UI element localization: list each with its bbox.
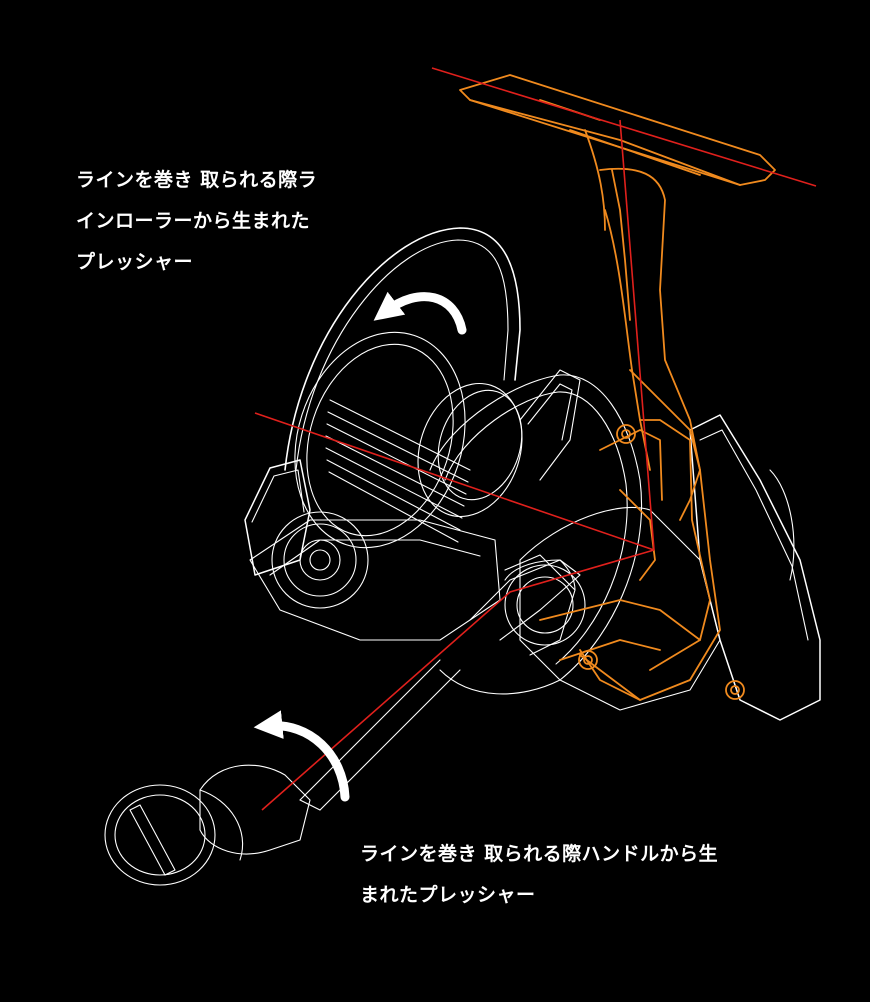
rotation-arrows	[253, 291, 467, 802]
caption-line: まれたプレッシャー	[360, 884, 536, 906]
stem-force-line	[619, 119, 655, 551]
force-lines	[254, 67, 817, 811]
reel-wireframe	[104, 227, 821, 886]
foot-axis-line	[431, 67, 817, 187]
caption-line: ラインを巻き 取られる際ラ	[76, 169, 318, 191]
caption-line: プレッシャー	[76, 251, 194, 273]
handle-force-line	[261, 549, 655, 811]
reel-frame-highlight	[459, 74, 776, 701]
handle-pressure-caption: ラインを巻き 取られる際ハンドルから生 まれたプレッシャー	[360, 834, 718, 916]
curved-arrow-icon	[373, 291, 467, 335]
curved-arrow-icon	[253, 710, 350, 802]
caption-line: インローラーから生まれた	[76, 210, 311, 232]
roller-pressure-caption: ラインを巻き 取られる際ラ インローラーから生まれた プレッシャー	[76, 160, 317, 283]
caption-line: ラインを巻き 取られる際ハンドルから生	[360, 843, 719, 865]
roller-force-line	[254, 412, 655, 551]
